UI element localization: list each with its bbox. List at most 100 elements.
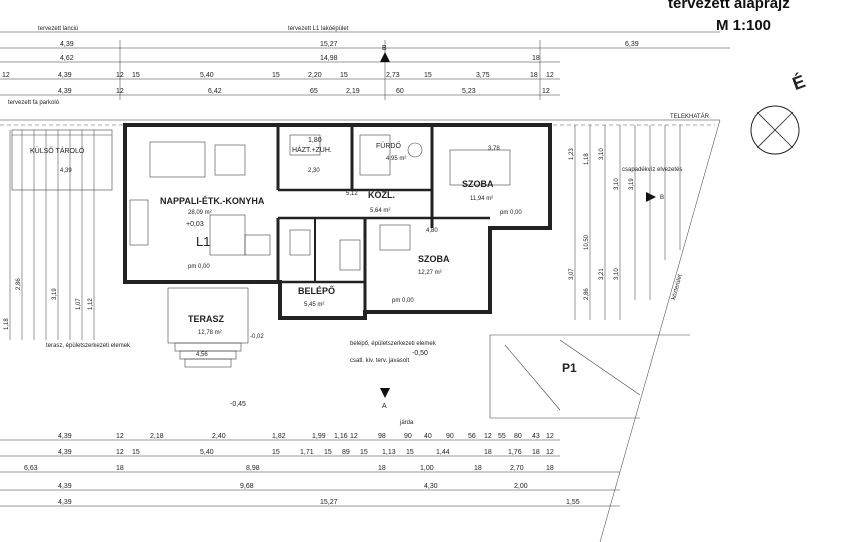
dim-utility: 1,80: [308, 137, 322, 144]
plan-title: tervezett alaprajz: [668, 0, 790, 12]
svg-text:18: 18: [116, 465, 124, 472]
room-area-entry: 5,45 m²: [304, 302, 324, 308]
svg-text:1,00: 1,00: [420, 465, 434, 472]
dim-top-2c: 18: [532, 55, 540, 62]
lot-boundary: [0, 119, 721, 542]
svg-text:18: 18: [532, 449, 540, 456]
dim-bedroom2: 4,80: [426, 228, 438, 234]
note-path: járda: [399, 420, 414, 426]
left-dim-2: 1,07: [76, 298, 82, 310]
svg-text:15: 15: [272, 72, 280, 79]
dim-top-row3: 12 4,39 12 15 5,40 15 2,20 15 2,73 15 3,…: [2, 72, 554, 79]
svg-text:1,76: 1,76: [508, 449, 522, 456]
svg-text:15: 15: [406, 449, 414, 456]
svg-text:43: 43: [532, 433, 540, 440]
svg-text:12: 12: [546, 72, 554, 79]
svg-text:98: 98: [378, 433, 386, 440]
svg-text:2,18: 2,18: [150, 433, 164, 440]
svg-text:4,39: 4,39: [58, 449, 72, 456]
svg-text:1,18: 1,18: [584, 153, 590, 165]
note-rain: csapadékvíz elvezetés: [622, 167, 682, 173]
elev-bedroom1: pm 0,00: [500, 210, 522, 216]
room-area-terrace: 12,78 m²: [198, 330, 222, 336]
room-name-entry: BELÉPŐ: [298, 285, 335, 296]
section-marker-top: B: [380, 45, 390, 62]
room-name-living: NAPPALI-ÉTK.-KONYHA: [160, 196, 265, 206]
svg-text:12: 12: [116, 449, 124, 456]
svg-text:12: 12: [546, 449, 554, 456]
external-storage: [11, 129, 113, 191]
svg-text:1,44: 1,44: [436, 449, 450, 456]
svg-text:2,19: 2,19: [346, 88, 360, 95]
svg-text:A: A: [382, 403, 387, 410]
room-name-hall: KÖZL.: [368, 190, 395, 200]
svg-text:12: 12: [546, 433, 554, 440]
room-area-utility: 2,30: [308, 168, 320, 174]
north-label: É: [789, 70, 807, 94]
dim-hall: 5,12: [346, 191, 358, 197]
top-dimension-lines: [0, 40, 730, 100]
lot-label: P1: [562, 361, 577, 375]
left-dimension-lines: [9, 130, 95, 340]
svg-text:6,42: 6,42: [208, 88, 222, 95]
svg-text:12: 12: [116, 433, 124, 440]
svg-text:5,23: 5,23: [462, 88, 476, 95]
svg-text:12: 12: [484, 433, 492, 440]
left-dim-1: 1,18: [4, 318, 10, 330]
dim-top-1a: 4,39: [60, 41, 74, 48]
svg-text:12: 12: [116, 88, 124, 95]
room-name-storage: KÜLSŐ TÁROLÓ: [30, 146, 85, 155]
svg-text:56: 56: [468, 433, 476, 440]
elev-living-pm: pm 0,00: [188, 264, 210, 270]
svg-text:B: B: [382, 45, 387, 52]
room-area-bath: 4,95 m²: [386, 156, 406, 162]
svg-text:2,86: 2,86: [584, 288, 590, 300]
svg-text:18: 18: [484, 449, 492, 456]
svg-text:4,39: 4,39: [58, 88, 72, 95]
svg-text:3,10: 3,10: [614, 178, 620, 190]
svg-text:5,40: 5,40: [200, 449, 214, 456]
svg-text:4,39: 4,39: [58, 72, 72, 79]
svg-text:1,82: 1,82: [272, 433, 286, 440]
room-area-bedroom1: 11,94 m²: [470, 196, 493, 202]
svg-text:8,98: 8,98: [246, 465, 260, 472]
svg-text:15: 15: [340, 72, 348, 79]
svg-text:5,40: 5,40: [200, 72, 214, 79]
elev-ground: -0,45: [230, 401, 246, 408]
svg-text:6,63: 6,63: [24, 465, 38, 472]
dim-top-2b: 14,98: [320, 55, 338, 62]
room-area-hall: 5,64 m²: [370, 208, 390, 214]
left-dim-5: 2,86: [16, 278, 22, 290]
svg-text:3,21: 3,21: [599, 268, 605, 280]
svg-text:B: B: [660, 195, 664, 201]
svg-text:2,73: 2,73: [386, 72, 400, 79]
dim-top-2a: 4,62: [60, 55, 74, 62]
svg-text:12: 12: [350, 433, 358, 440]
terrace: [167, 287, 249, 368]
svg-text:15: 15: [132, 72, 140, 79]
dim-top-1c: 6,39: [625, 41, 639, 48]
section-marker-bottom: A: [380, 388, 390, 410]
svg-text:18: 18: [474, 465, 482, 472]
svg-text:3,10: 3,10: [614, 268, 620, 280]
svg-text:1,71: 1,71: [300, 449, 314, 456]
note-terrace: terasz, épületszerkezeti elemek: [46, 343, 131, 349]
parking-area: [489, 334, 690, 419]
dim-top-row4: 4,39 12 6,42 65 2,19 60 5,23 12: [58, 88, 550, 95]
right-dimension-lines: [574, 125, 681, 320]
room-name-terrace: TERASZ: [188, 314, 225, 324]
bottom-dimension-lines: [0, 439, 620, 507]
dim-terrace-width: 4,56: [196, 352, 208, 358]
svg-text:1,16: 1,16: [334, 433, 348, 440]
room-area-bedroom2: 12,27 m²: [418, 270, 442, 276]
dim-bedroom1: 3,78: [488, 146, 500, 152]
svg-text:55: 55: [498, 433, 506, 440]
parking-note: tervezett fa parkoló: [8, 100, 60, 106]
room-area-living: 28,09 m²: [188, 210, 212, 216]
left-dim-4: 3,19: [52, 288, 58, 300]
elev-entry: -0,50: [412, 350, 428, 357]
svg-text:15: 15: [132, 449, 140, 456]
dim-bottom-row2: 4,39 12 15 5,40 15 1,71 15 89 15 1,13 15…: [58, 449, 554, 456]
svg-text:4,39: 4,39: [58, 483, 72, 490]
